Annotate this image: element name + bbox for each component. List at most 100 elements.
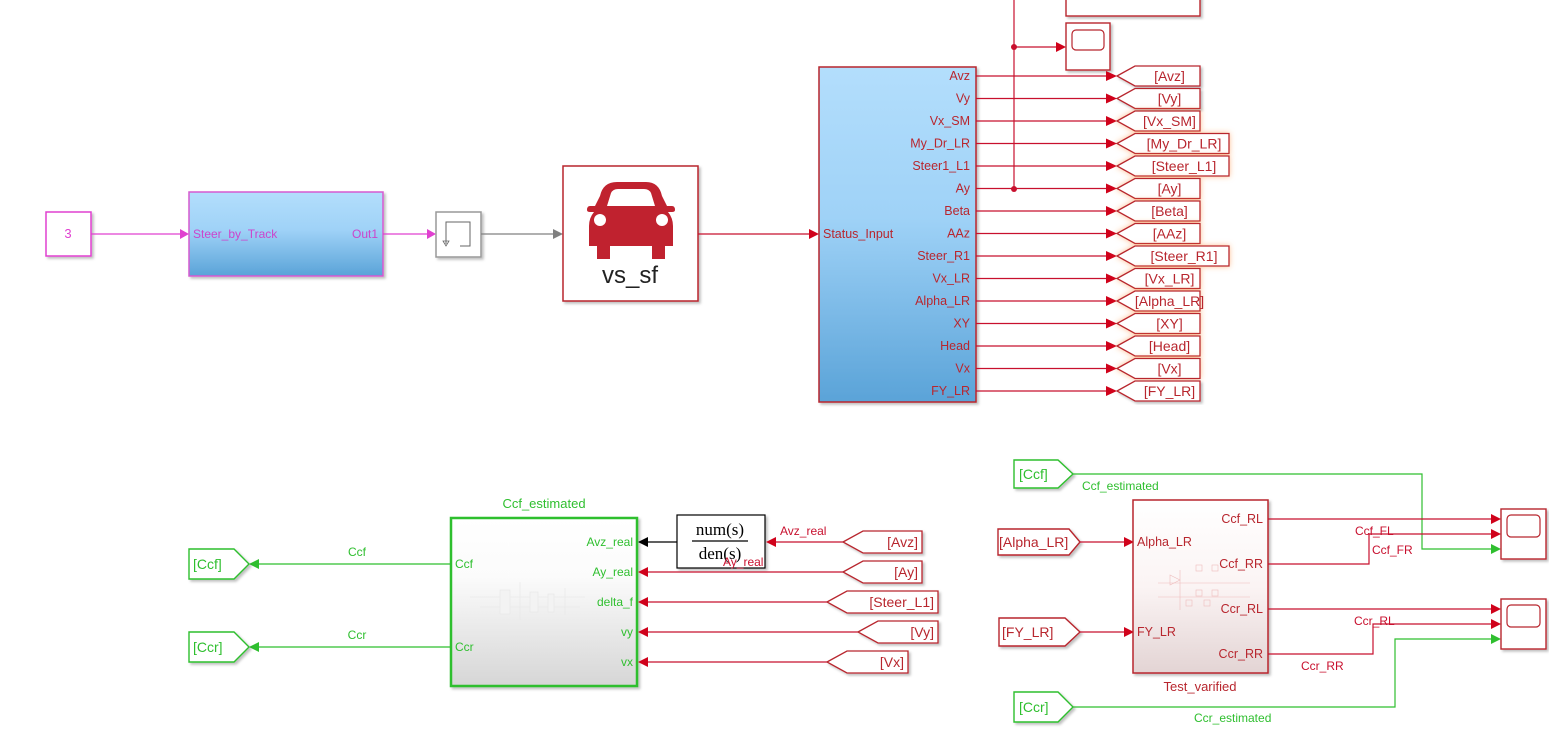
- arrowhead: [1491, 619, 1501, 629]
- from-block-ccr[interactable]: [Ccr]: [1013, 691, 1074, 723]
- goto-tag-label: [Vx]: [1157, 361, 1181, 377]
- goto-block[interactable]: [Vx_SM]: [1115, 110, 1201, 132]
- from-tag-label: [Vx]: [880, 654, 904, 670]
- from-block[interactable]: [Vx]: [825, 650, 909, 674]
- arrowhead: [1106, 273, 1117, 284]
- goto-block-ccf[interactable]: [Ccf]: [188, 548, 250, 580]
- from-block-ccf[interactable]: [Ccf]: [1013, 459, 1075, 489]
- port-label-delta-f: delta_f: [597, 595, 634, 609]
- port-label-alpha-lr: Alpha_LR: [915, 294, 970, 308]
- from-block[interactable]: [Avz]: [841, 530, 923, 554]
- goto-block[interactable]: [FY_LR]: [1115, 380, 1201, 402]
- goto-block[interactable]: [AAz]: [1115, 222, 1201, 245]
- status-subsystem[interactable]: Status_Input AvzVyVx_SMMy_Dr_LRSteer1_L1…: [818, 66, 977, 403]
- port-label-vx-lr: Vx_LR: [932, 272, 970, 286]
- arrowhead: [638, 597, 648, 607]
- port-label-vx-sm: Vx_SM: [930, 114, 970, 128]
- port-label-beta: Beta: [944, 204, 970, 218]
- goto-tag-label: [AAz]: [1153, 226, 1186, 242]
- arrowhead: [1106, 363, 1117, 374]
- port-label-vx: vx: [621, 655, 633, 669]
- from-block-alpha-lr[interactable]: [Alpha_LR]: [997, 528, 1081, 556]
- scope-block-ccr[interactable]: [1500, 598, 1547, 650]
- scope-block-ccf[interactable]: [1500, 508, 1547, 560]
- tf-numerator: num(s): [696, 520, 744, 539]
- port-label-alpha-lr: Alpha_LR: [1137, 535, 1192, 549]
- zero-order-hold-block[interactable]: [435, 211, 482, 258]
- svg-text:[Ccf]: [Ccf]: [193, 556, 222, 572]
- constant-block[interactable]: 3: [45, 211, 92, 257]
- signal-line-ccr-estimated[interactable]: [1073, 638, 1493, 708]
- signal-line-ccf-rr[interactable]: [1268, 533, 1493, 565]
- arrowhead: [249, 559, 259, 569]
- goto-block[interactable]: [Vx]: [1115, 357, 1201, 380]
- signal-label-ccf-fr: Ccf_FR: [1372, 543, 1413, 557]
- arrowhead: [1106, 251, 1117, 261]
- from-block[interactable]: [Vy]: [856, 620, 939, 644]
- signal-label-ccf-estimated: Ccf_estimated: [1082, 479, 1159, 493]
- goto-tag-label: [Avz]: [1154, 68, 1185, 84]
- goto-tag-label: [Head]: [1149, 338, 1190, 354]
- arrowhead: [1491, 529, 1501, 539]
- svg-text:[FY_LR]: [FY_LR]: [1002, 624, 1053, 640]
- goto-block[interactable]: [Vx_LR]: [1115, 267, 1201, 290]
- scope-screen-icon: [1506, 514, 1541, 538]
- ccf-estimated-subsystem[interactable]: Ccf Ccr Avz_real Ay_real delta_f vy vx: [449, 516, 639, 688]
- arrowhead: [1106, 93, 1117, 104]
- port-label-fy-lr: FY_LR: [931, 384, 970, 398]
- arrowhead: [1124, 627, 1134, 637]
- arrowhead: [1106, 296, 1117, 306]
- goto-block[interactable]: [Vy]: [1115, 87, 1201, 110]
- constant-value: 3: [64, 226, 71, 241]
- vehicle-block[interactable]: vs_sf: [562, 165, 699, 302]
- port-label-steer-by-track: Steer_by_Track: [193, 227, 278, 241]
- port-label-out1: Out1: [352, 227, 378, 241]
- goto-tag-label: [Vy]: [1158, 91, 1182, 107]
- signal-line-ccf-estimated[interactable]: [1073, 473, 1493, 550]
- goto-block[interactable]: [Ay]: [1115, 177, 1201, 200]
- car-icon: [587, 182, 675, 259]
- goto-block[interactable]: [Head]: [1115, 335, 1201, 357]
- port-label-fy-lr: FY_LR: [1137, 625, 1176, 639]
- svg-text:[Ccr]: [Ccr]: [193, 639, 223, 655]
- goto-block[interactable]: [Alpha_LR]: [1115, 290, 1204, 312]
- port-label-xy: XY: [953, 317, 970, 331]
- transfer-function-block[interactable]: num(s) den(s): [676, 514, 766, 569]
- steer-by-track-subsystem[interactable]: Steer_by_Track Out1: [188, 191, 384, 277]
- goto-block[interactable]: [XY]: [1115, 312, 1201, 335]
- arrowhead: [1106, 183, 1117, 194]
- signal-label-ccf-fl: Ccf_FL: [1355, 524, 1394, 538]
- arrowhead: [1106, 206, 1117, 216]
- goto-tag-label: [Vx_SM]: [1143, 113, 1196, 129]
- subsystem-preview-icon: [1158, 564, 1250, 610]
- subsystem-preview-icon: [470, 582, 585, 620]
- signal-label-avz-real: Avz_real: [780, 524, 826, 538]
- partial-block-top[interactable]: [1065, 0, 1201, 17]
- arrowhead: [427, 229, 436, 239]
- goto-tag-label: [Alpha_LR]: [1135, 293, 1204, 309]
- goto-tag-label: [XY]: [1156, 316, 1182, 332]
- arrowhead: [553, 229, 563, 239]
- from-block[interactable]: [Steer_L1]: [825, 590, 939, 614]
- from-block[interactable]: [Ay]: [841, 560, 923, 584]
- goto-block-ccr[interactable]: [Ccr]: [188, 631, 250, 663]
- goto-block[interactable]: [Avz]: [1115, 65, 1201, 87]
- goto-block[interactable]: [My_Dr_LR]: [1115, 132, 1230, 155]
- arrowhead: [1106, 71, 1117, 81]
- from-tag-label: [Vy]: [910, 624, 934, 640]
- signal-line-ccr-rr[interactable]: [1268, 623, 1493, 655]
- svg-text:[Ccf]: [Ccf]: [1019, 466, 1048, 482]
- port-label-ccr-rr: Ccr_RR: [1219, 647, 1263, 661]
- verifier-title: Test_varified: [1164, 679, 1237, 694]
- scope-block-top[interactable]: [1065, 22, 1111, 71]
- svg-text:[Ccr]: [Ccr]: [1019, 699, 1049, 715]
- goto-block[interactable]: [Beta]: [1115, 200, 1201, 222]
- from-block-fy-lr[interactable]: [FY_LR]: [998, 617, 1082, 647]
- port-label-avz: Avz: [949, 69, 970, 83]
- goto-block[interactable]: [Steer_L1]: [1115, 155, 1230, 177]
- arrowhead: [766, 537, 776, 547]
- test-varified-subsystem[interactable]: Alpha_LR FY_LR Ccf_RL Ccf_RR Ccr_RL Ccr_…: [1132, 499, 1269, 674]
- goto-block[interactable]: [Steer_R1]: [1115, 245, 1230, 267]
- tf-denominator: den(s): [699, 544, 741, 563]
